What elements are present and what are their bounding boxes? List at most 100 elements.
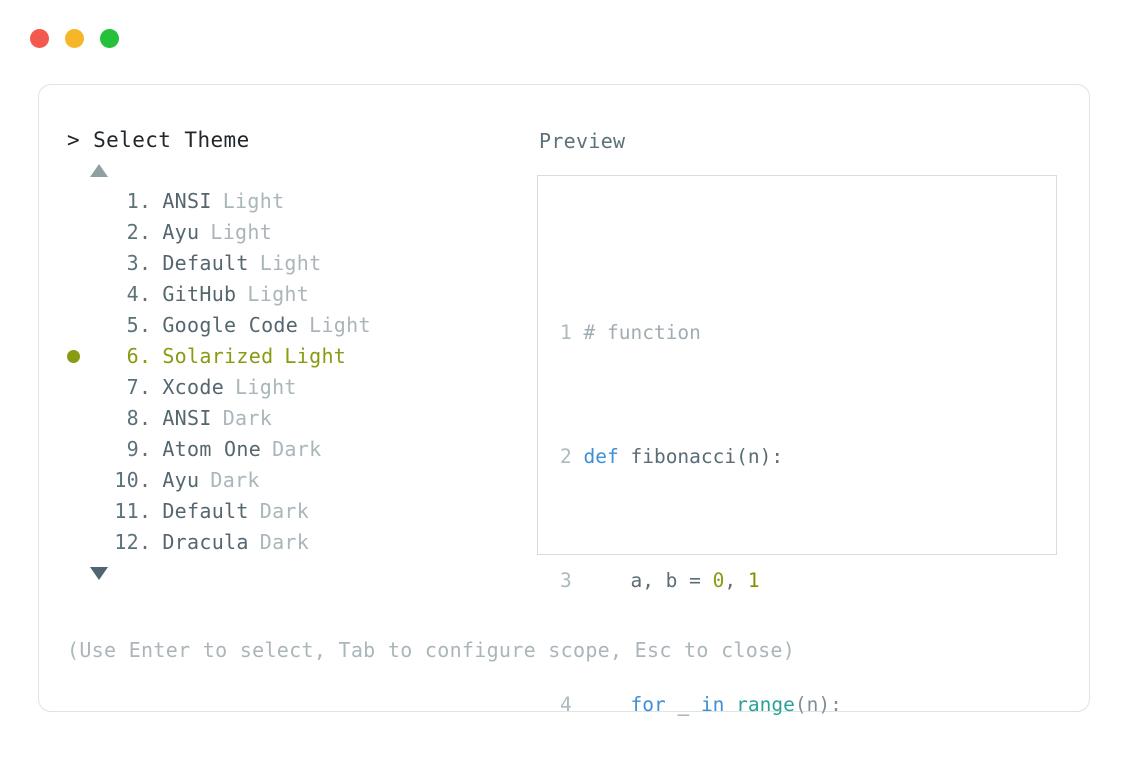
list-item[interactable]: 5. Google Code Light	[67, 310, 537, 341]
line-number: 2	[560, 445, 572, 468]
list-item-name: Dracula	[162, 530, 249, 554]
selection-bullet-slot	[67, 527, 95, 558]
list-item-dot: .	[139, 189, 152, 213]
list-item-variant: Dark	[259, 530, 310, 554]
list-item-name: Ayu	[162, 468, 200, 492]
list-item-index: 1	[126, 189, 139, 213]
list-item-index: 9	[126, 437, 139, 461]
list-item-variant: Light	[284, 344, 347, 368]
token-comment: # function	[583, 321, 701, 344]
list-item-index: 6	[126, 344, 139, 368]
page-title: > Select Theme	[67, 127, 537, 153]
list-item-variant: Light	[222, 189, 285, 213]
list-item-variant: Dark	[272, 437, 322, 461]
list-item-index: 10	[114, 468, 139, 492]
close-window-icon[interactable]	[30, 29, 49, 48]
list-item-variant: Light	[309, 313, 371, 337]
list-item-name: ANSI	[162, 406, 212, 430]
list-item-variant: Dark	[222, 406, 273, 430]
list-item-dot: .	[139, 375, 152, 399]
preview-label: Preview	[539, 129, 626, 153]
list-item-dot: .	[139, 282, 152, 306]
list-item-index: 7	[126, 375, 139, 399]
token-plain	[724, 693, 736, 716]
line-number: 3	[560, 569, 572, 592]
selection-bullet-slot	[67, 186, 95, 217]
list-item-dot: .	[139, 251, 152, 275]
list-item-name: Google Code	[162, 313, 299, 337]
list-item-dot: .	[139, 344, 152, 368]
scroll-up-icon[interactable]	[90, 164, 108, 177]
token-plain: ,	[724, 569, 748, 592]
list-item-selected[interactable]: 6. Solarized Light	[67, 341, 537, 372]
line-number: 4	[560, 693, 572, 716]
list-item-name: Default	[162, 499, 249, 523]
code-preview-box: 1 # function 2 def fibonacci(n): 3 a, b …	[537, 175, 1057, 716]
token-number: 0	[712, 569, 725, 592]
token-plain: _	[665, 693, 701, 716]
prompt-caret: >	[67, 128, 81, 152]
token-identifier: fibonacci(n):	[618, 445, 784, 468]
token-punct: (n):	[794, 693, 842, 716]
list-item-variant: Light	[259, 251, 322, 275]
token-number: 1	[747, 569, 760, 592]
list-item-variant: Light	[247, 282, 310, 306]
list-item[interactable]: 8. ANSI Dark	[67, 403, 537, 434]
selection-bullet-slot	[67, 434, 95, 465]
scroll-down-icon[interactable]	[90, 567, 108, 580]
list-item-index: 3	[126, 251, 139, 275]
list-item-index: 8	[126, 406, 139, 430]
token-plain: a, b =	[583, 569, 713, 592]
list-item[interactable]: 4. GitHub Light	[67, 279, 537, 310]
code-block: 1 # function 2 def fibonacci(n): 3 a, b …	[560, 224, 1056, 757]
list-item-name: Ayu	[162, 220, 200, 244]
window-controls	[30, 29, 119, 48]
list-item-index: 2	[126, 220, 139, 244]
list-item-index: 5	[126, 313, 139, 337]
token-keyword: def	[583, 445, 619, 468]
code-line: 4 for _ in range(n):	[560, 689, 1056, 720]
minimize-window-icon[interactable]	[65, 29, 84, 48]
selected-bullet-icon	[67, 350, 80, 363]
list-item-variant: Light	[235, 375, 297, 399]
line-number: 1	[560, 321, 572, 344]
list-item-name: Default	[162, 251, 249, 275]
selection-bullet-slot	[67, 403, 95, 434]
list-item[interactable]: 3. Default Light	[67, 248, 537, 279]
token-function: range	[736, 693, 795, 716]
list-item-variant: Dark	[259, 499, 310, 523]
list-item-dot: .	[139, 313, 152, 337]
list-item-index: 4	[126, 282, 139, 306]
list-item-dot: .	[139, 499, 152, 523]
list-item[interactable]: 12. Dracula Dark	[67, 527, 537, 558]
list-item-name: Solarized	[162, 344, 274, 368]
keyboard-hint: (Use Enter to select, Tab to configure s…	[67, 638, 796, 662]
list-item-dot: .	[139, 468, 152, 492]
selection-bullet-slot	[67, 217, 95, 248]
code-line: 3 a, b = 0, 1	[560, 565, 1056, 596]
list-item-dot: .	[139, 220, 152, 244]
selection-bullet-slot	[67, 465, 95, 496]
maximize-window-icon[interactable]	[100, 29, 119, 48]
list-item-name: GitHub	[162, 282, 237, 306]
list-item-dot: .	[139, 530, 152, 554]
list-item-dot: .	[139, 406, 152, 430]
token-plain	[584, 693, 631, 716]
selection-bullet-slot	[67, 372, 95, 403]
code-line: 2 def fibonacci(n):	[560, 441, 1056, 472]
code-line: 1 # function	[560, 317, 1056, 348]
selection-bullet-slot	[67, 279, 95, 310]
selection-bullet-slot	[67, 310, 95, 341]
selection-bullet-slot	[67, 248, 95, 279]
list-item-index: 12	[114, 530, 139, 554]
